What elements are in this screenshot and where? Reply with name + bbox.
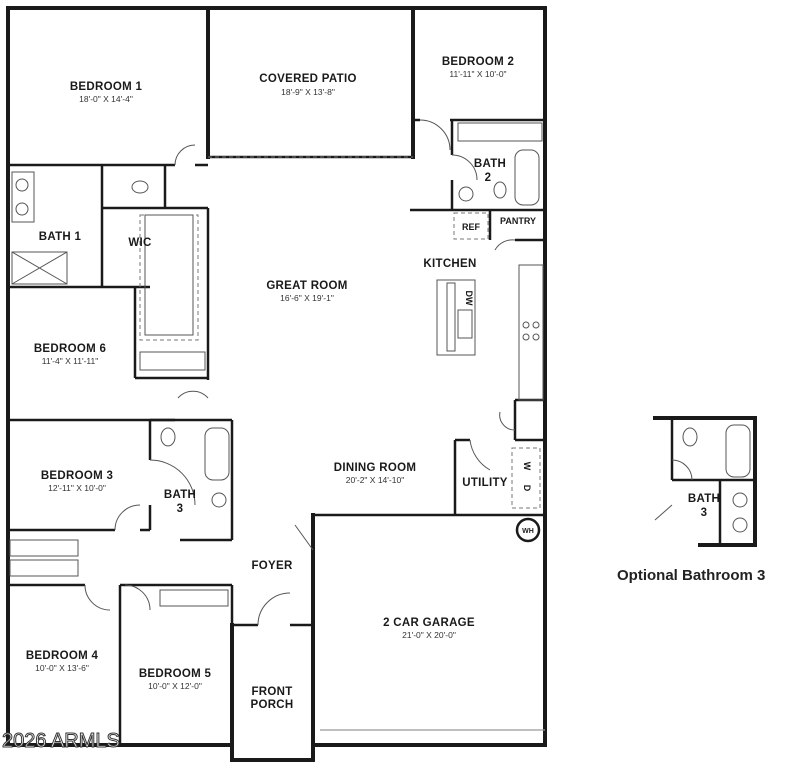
dryer-label: D xyxy=(522,485,532,492)
ref-label: REF xyxy=(462,222,481,232)
bedroom2-label: BEDROOM 2 xyxy=(442,56,514,68)
optional-bath-number: 3 xyxy=(701,507,708,519)
bedroom3-label: BEDROOM 3 xyxy=(41,470,113,482)
utility-label: UTILITY xyxy=(462,477,508,489)
bedroom1-label: BEDROOM 1 xyxy=(70,81,143,93)
bath2-label: BATH xyxy=(474,158,506,170)
porch-label: FRONT xyxy=(251,686,292,698)
bedroom2-dim: 11'-11" X 10'-0" xyxy=(449,69,506,79)
bedroom3-dim: 12'-11" X 10'-0" xyxy=(48,483,106,493)
bedroom1-dim: 18'-0" X 14'-4" xyxy=(79,94,133,104)
fixtures xyxy=(9,122,545,731)
water-heater-icon xyxy=(515,517,541,543)
bedroom5-label: BEDROOM 5 xyxy=(139,668,212,680)
optional-bath-label: BATH xyxy=(688,493,720,505)
bath3-label: BATH xyxy=(164,489,196,501)
dining-room-dim: 20'-2" X 14'-10" xyxy=(346,475,404,485)
bath3-number: 3 xyxy=(177,503,184,515)
door-swings xyxy=(84,119,516,626)
kitchen-label: KITCHEN xyxy=(423,258,476,270)
garage-label: 2 CAR GARAGE xyxy=(383,617,475,629)
bedroom4-dim: 10'-0" X 13'-6" xyxy=(35,663,89,673)
optional-bathroom-caption: Optional Bathroom 3 xyxy=(617,567,765,584)
bedroom6-dim: 11'-4" X 11'-11" xyxy=(42,356,99,366)
washer-label: W xyxy=(522,462,532,471)
interior-walls xyxy=(8,6,545,745)
great-room-dim: 16'-6" X 19'-1" xyxy=(280,293,334,303)
bedroom6-label: BEDROOM 6 xyxy=(34,343,106,355)
patio-dim: 18'-9" X 13'-8" xyxy=(281,87,335,97)
dining-room-label: DINING ROOM xyxy=(334,462,417,474)
bedroom4-label: BEDROOM 4 xyxy=(26,650,99,662)
patio-label: COVERED PATIO xyxy=(259,73,356,85)
bath2-number: 2 xyxy=(485,172,492,184)
water-heater-label: WH xyxy=(522,528,534,535)
wic-label: WIC xyxy=(128,237,151,249)
pantry-label: PANTRY xyxy=(500,216,536,226)
optional-bathroom-plan xyxy=(653,416,757,547)
porch-label-2: PORCH xyxy=(250,699,293,711)
garage-dim: 21'-0" X 20'-0" xyxy=(402,630,456,640)
great-room-label: GREAT ROOM xyxy=(266,280,347,292)
bedroom5-dim: 10'-0" X 12'-0" xyxy=(148,681,202,691)
bath1-label: BATH 1 xyxy=(39,231,82,243)
watermark: 2026 ARMLS xyxy=(2,730,120,752)
foyer-label: FOYER xyxy=(251,560,293,572)
dw-label: DW xyxy=(464,291,474,306)
